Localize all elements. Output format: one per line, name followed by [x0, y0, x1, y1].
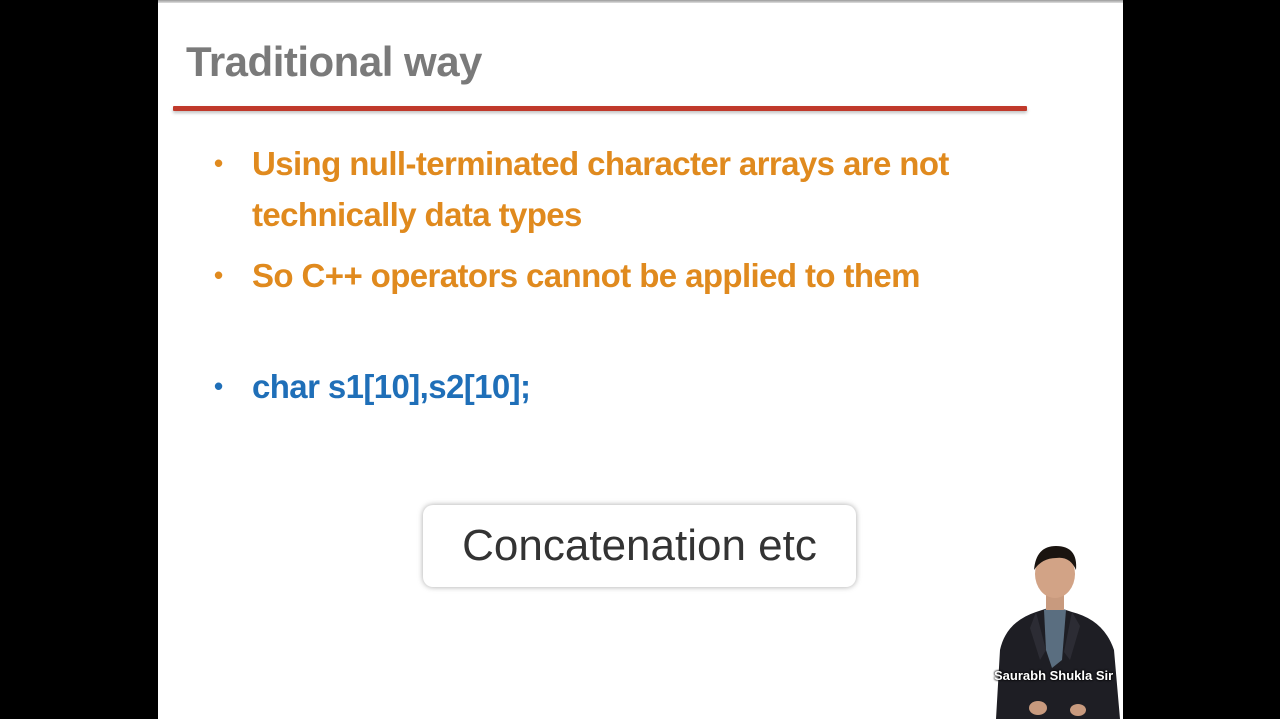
title-divider [173, 106, 1027, 111]
presentation-slide: Traditional way • Using null-terminated … [158, 0, 1123, 719]
bullet-item: • Using null-terminated character arrays… [214, 138, 1044, 240]
bullet-dot-icon: • [214, 371, 223, 401]
caption-box: Concatenation etc [423, 505, 856, 587]
bullet-text: Using null-terminated character arrays a… [252, 145, 949, 233]
caption-text: Concatenation etc [462, 521, 817, 570]
presenter-name-label: Saurabh Shukla Sir [994, 668, 1114, 683]
bullet-text: So C++ operators cannot be applied to th… [252, 257, 921, 294]
bullet-text: char s1[10],s2[10]; [252, 368, 531, 405]
bullet-item: • char s1[10],s2[10]; [214, 361, 1044, 412]
bullet-item: • So C++ operators cannot be applied to … [214, 250, 1044, 301]
slide-title: Traditional way [186, 38, 482, 85]
bullet-dot-icon: • [214, 260, 223, 290]
bullet-dot-icon: • [214, 148, 223, 178]
bullet-list: • Using null-terminated character arrays… [214, 138, 1044, 412]
slide-top-edge [158, 0, 1123, 3]
presenter-image [996, 546, 1120, 719]
